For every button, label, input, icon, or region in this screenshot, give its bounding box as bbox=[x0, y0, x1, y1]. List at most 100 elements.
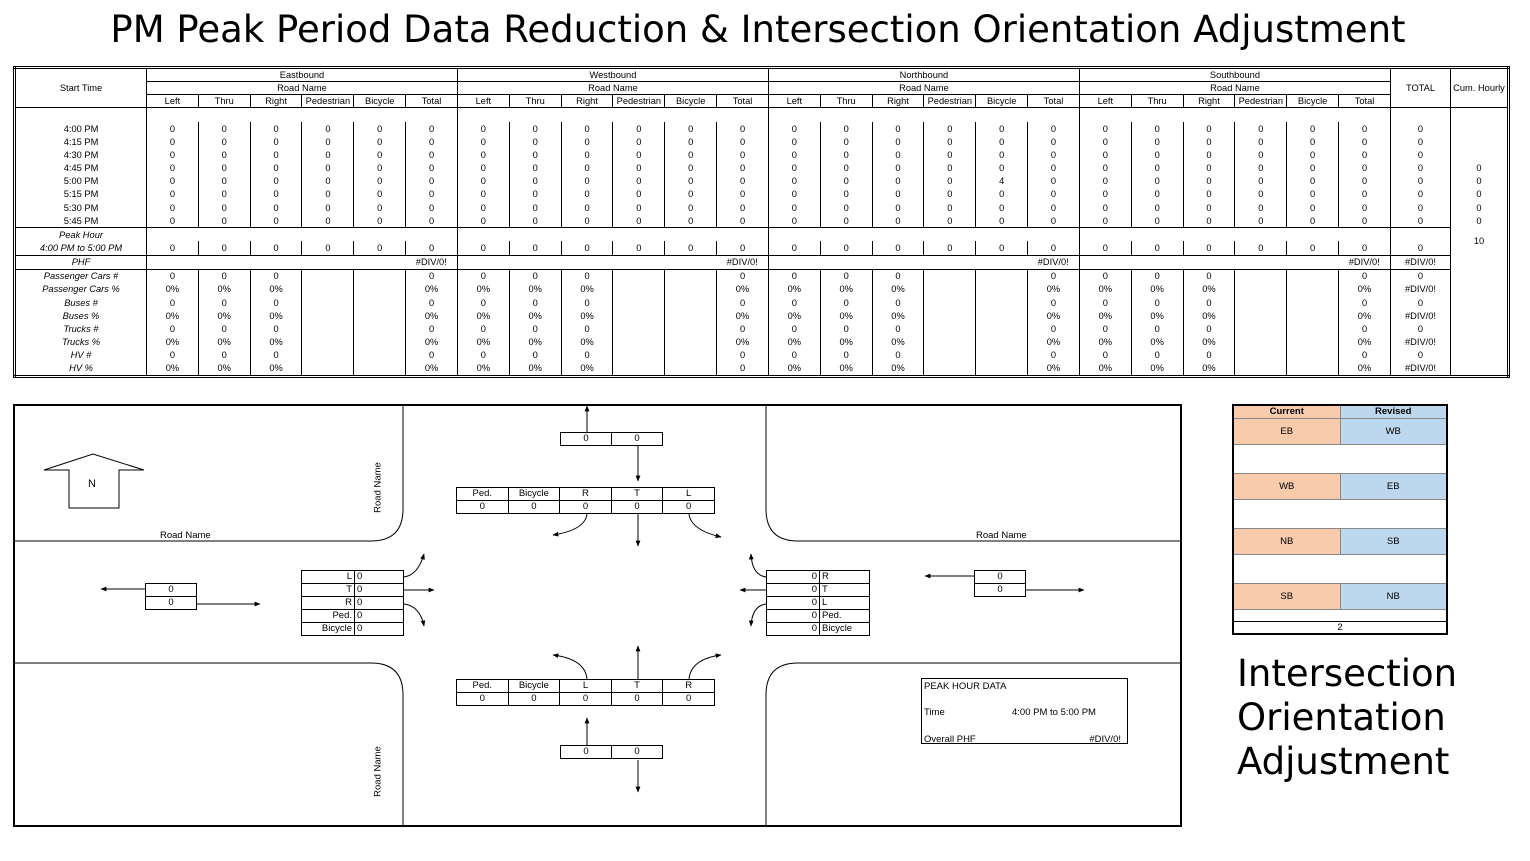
road-name-south: Road Name bbox=[372, 746, 384, 797]
curb-sw bbox=[14, 662, 404, 826]
table-cell bbox=[301, 309, 354, 323]
table-cell: 0 bbox=[871, 187, 924, 201]
table-cell: 0 bbox=[197, 122, 251, 136]
table-cell: 0 bbox=[1078, 201, 1132, 215]
table-cell: 0 bbox=[508, 296, 562, 310]
table-cell: 0 bbox=[1078, 122, 1132, 136]
table-cell: 0 bbox=[146, 296, 199, 310]
cum-hourly-cell bbox=[1450, 135, 1509, 149]
table-cell: 0 bbox=[1338, 174, 1391, 188]
cum-hourly-cell: 0 bbox=[1450, 187, 1509, 201]
peak-hour-cell: 0 bbox=[1390, 241, 1451, 256]
table-cell: 0 bbox=[1338, 214, 1391, 228]
table-cell bbox=[301, 322, 354, 336]
table-cell bbox=[1450, 255, 1509, 270]
table-cell bbox=[301, 296, 354, 310]
table-cell bbox=[146, 107, 199, 123]
time-label: 4:45 PM bbox=[63, 163, 99, 174]
table-cell: 0 bbox=[871, 161, 924, 175]
table-cell: 0 bbox=[508, 148, 562, 162]
table-cell bbox=[1234, 322, 1287, 336]
table-cell: 0 bbox=[716, 122, 769, 136]
table-cell bbox=[975, 269, 1028, 283]
table-cell: 0 bbox=[301, 148, 354, 162]
table-cell bbox=[1234, 361, 1287, 377]
peak-hour-cell: 0 bbox=[1027, 241, 1080, 256]
table-cell: 0 bbox=[767, 201, 821, 215]
table-cell: 0 bbox=[1286, 214, 1339, 228]
table-cell bbox=[923, 322, 976, 336]
table-cell: 0 bbox=[508, 322, 562, 336]
table-cell: 0 bbox=[1078, 148, 1132, 162]
table-cell bbox=[1450, 107, 1509, 123]
table-cell bbox=[353, 282, 406, 296]
time-label: 4:00 PM bbox=[63, 123, 99, 134]
peak-hour-cell: 0 bbox=[1130, 241, 1184, 256]
table-cell: 0 bbox=[301, 135, 354, 149]
table-cell: 0 bbox=[1338, 269, 1391, 283]
table-cell bbox=[820, 227, 873, 242]
table-cell: 0% bbox=[405, 361, 458, 377]
table-cell bbox=[975, 227, 1028, 242]
table-cell bbox=[1286, 254, 1339, 270]
table-cell: 0 bbox=[1078, 296, 1132, 310]
table-cell: 0 bbox=[923, 135, 976, 149]
table-cell: 0 bbox=[819, 122, 873, 136]
orientation-footer-value: 2 bbox=[1233, 620, 1447, 634]
table-cell: 0 bbox=[819, 214, 873, 228]
table-cell: 0% bbox=[560, 361, 613, 377]
subcol-header: Bicycle bbox=[975, 94, 1028, 108]
table-cell bbox=[1286, 309, 1339, 323]
table-cell: 0 bbox=[871, 348, 924, 362]
table-cell: 0 bbox=[405, 135, 458, 149]
table-cell: 0 bbox=[249, 122, 302, 136]
cum-hourly-cell: 0 bbox=[1450, 214, 1509, 228]
table-cell: 0 bbox=[871, 322, 924, 336]
subcol-header: Thru bbox=[1130, 94, 1184, 108]
table-cell: 0 bbox=[767, 161, 821, 175]
table-cell: 0 bbox=[301, 187, 354, 201]
vehicle-total-cell: #DIV/0! bbox=[1390, 335, 1451, 349]
table-cell: 0 bbox=[1182, 135, 1235, 149]
vehicle-total-cell: 0 bbox=[1390, 348, 1451, 362]
table-cell: 0 bbox=[1234, 148, 1287, 162]
table-cell: 0 bbox=[456, 214, 510, 228]
table-cell: 0 bbox=[975, 201, 1028, 215]
vehicle-row-label: Passenger Cars % bbox=[42, 284, 120, 295]
table-cell: 0 bbox=[716, 214, 769, 228]
table-cell bbox=[975, 282, 1028, 296]
peak-hour-cell: 0 bbox=[508, 241, 562, 256]
table-cell: 0 bbox=[1390, 214, 1451, 228]
table-cell: 0 bbox=[405, 269, 458, 283]
table-cell: 0 bbox=[1182, 296, 1235, 310]
table-cell: 0 bbox=[146, 174, 199, 188]
table-cell: 0% bbox=[1027, 335, 1080, 349]
table-cell: 0 bbox=[612, 201, 665, 215]
table-cell: 0 bbox=[249, 135, 302, 149]
table-cell bbox=[1450, 335, 1509, 349]
table-cell: 0% bbox=[871, 361, 924, 377]
table-cell: 0 bbox=[146, 269, 199, 283]
table-cell: 0 bbox=[716, 174, 769, 188]
table-cell bbox=[1286, 348, 1339, 362]
table-cell: 0% bbox=[1078, 282, 1132, 296]
table-cell bbox=[1234, 269, 1287, 283]
table-cell bbox=[923, 348, 976, 362]
table-cell: 0 bbox=[716, 135, 769, 149]
table-cell: 0 bbox=[560, 174, 613, 188]
table-cell bbox=[664, 282, 717, 296]
table-cell: 0 bbox=[819, 148, 873, 162]
table-cell bbox=[1234, 309, 1287, 323]
table-cell: 0% bbox=[767, 361, 821, 377]
arrow-sb-right bbox=[552, 513, 588, 537]
peak-hour-cell: 0 bbox=[1338, 241, 1391, 256]
table-cell bbox=[767, 227, 821, 242]
table-cell: 0 bbox=[1027, 135, 1080, 149]
table-cell bbox=[1286, 227, 1339, 242]
table-cell: 0 bbox=[405, 201, 458, 215]
subcol-header: Total bbox=[1338, 94, 1391, 108]
peak-hour-cell: 0 bbox=[405, 241, 458, 256]
table-cell bbox=[509, 254, 562, 270]
table-cell bbox=[1450, 309, 1509, 323]
